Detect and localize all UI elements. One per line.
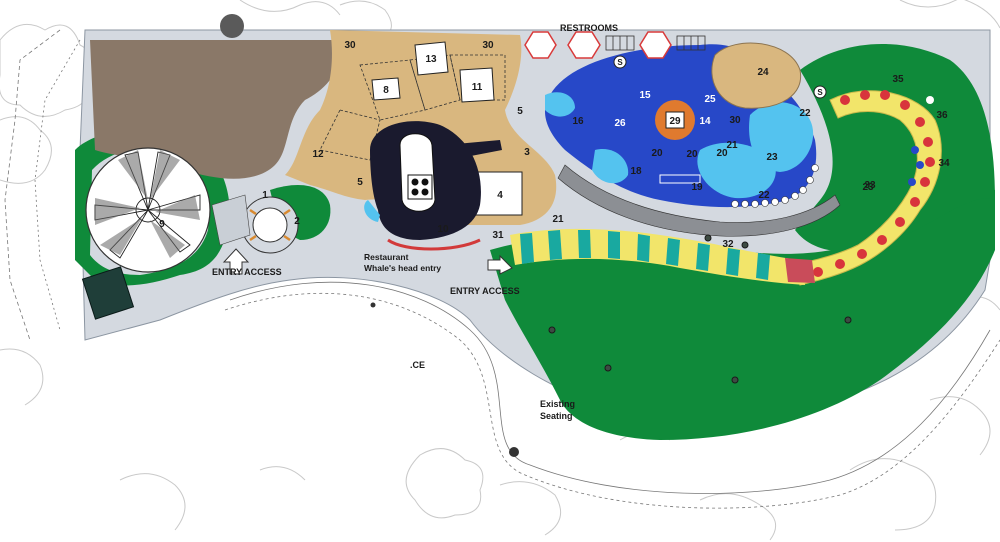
boundary-marker-2 bbox=[370, 302, 376, 308]
restrooms-label: RESTROOMS bbox=[560, 23, 618, 33]
zone-25: 25 bbox=[704, 94, 716, 105]
zone-9: 9 bbox=[159, 219, 165, 230]
zone-31: 31 bbox=[492, 230, 504, 241]
water-play-light-3 bbox=[545, 92, 575, 117]
playground-dome-hatch bbox=[95, 150, 200, 258]
water-bench bbox=[659, 174, 701, 184]
rock-climbing-area bbox=[90, 40, 341, 179]
zone-12: 12 bbox=[312, 149, 324, 160]
zone-30c: 30 bbox=[729, 115, 741, 126]
whale-water bbox=[364, 200, 380, 222]
entry-arrow-left bbox=[222, 248, 250, 275]
zone-16: 16 bbox=[572, 116, 584, 127]
restroom-symbol-right bbox=[813, 85, 827, 99]
zone-18: 18 bbox=[630, 166, 642, 177]
restroom-symbol-right-label: S bbox=[817, 88, 823, 97]
zone-15: 15 bbox=[639, 90, 651, 101]
whale-porthole-1 bbox=[411, 178, 419, 186]
whale-porthole-3 bbox=[411, 188, 419, 196]
whale-porthole-2 bbox=[421, 178, 429, 186]
zone-20c: 20 bbox=[716, 148, 728, 159]
restroom-symbol-left-label: S bbox=[617, 58, 623, 67]
water-play-light-2 bbox=[697, 142, 776, 199]
zone-23b: 23 bbox=[862, 182, 874, 193]
whale-porthole-4 bbox=[421, 188, 429, 196]
restroom-hexagons bbox=[524, 31, 672, 59]
entry-access-left-label: ENTRY ACCESS bbox=[212, 267, 282, 277]
restaurant-label: Restaurant bbox=[364, 252, 409, 262]
water-play-light-4 bbox=[592, 149, 629, 184]
zone-24: 24 bbox=[757, 67, 769, 78]
existing-seating-label-1: Existing bbox=[540, 399, 575, 409]
zone-5: 5 bbox=[517, 106, 523, 117]
striped-path-stripes bbox=[520, 230, 770, 280]
zone-30b: 30 bbox=[482, 40, 494, 51]
boardwalk bbox=[557, 164, 841, 237]
tree-top bbox=[220, 14, 244, 38]
entry-access-right-label: ENTRY ACCESS bbox=[450, 286, 520, 296]
path-red-band bbox=[785, 258, 815, 283]
existing-seating-label-2: Seating bbox=[540, 411, 573, 421]
zone-5b: 5 bbox=[357, 177, 363, 188]
restroom-symbol-left bbox=[613, 55, 627, 69]
zone-30a: 30 bbox=[344, 40, 356, 51]
zone-23a: 23 bbox=[766, 152, 778, 163]
zone-10: 10 bbox=[437, 224, 449, 235]
zone-14: 14 bbox=[699, 116, 711, 127]
entry-steps bbox=[211, 194, 251, 246]
zone-20b: 20 bbox=[686, 149, 698, 160]
zone-21b: 21 bbox=[552, 214, 564, 225]
whales-head-entry-label: Whale's head entry bbox=[364, 263, 441, 273]
whale-tail bbox=[445, 140, 502, 160]
ce-label: .CE bbox=[410, 360, 425, 370]
sundial-deck bbox=[711, 42, 802, 109]
boundary-marker-1 bbox=[509, 447, 519, 457]
zone-4: 4 bbox=[497, 190, 503, 201]
zone-32: 32 bbox=[722, 239, 734, 250]
lawn-trees bbox=[548, 234, 852, 384]
zone-21a: 21 bbox=[726, 140, 738, 151]
east-blue-dots bbox=[908, 146, 924, 186]
zone-36: 36 bbox=[936, 110, 948, 121]
zone-22a: 22 bbox=[799, 108, 811, 119]
zone-33: 33 bbox=[864, 180, 876, 191]
seating-ring-inner bbox=[252, 207, 288, 243]
play-path-red-dots bbox=[813, 90, 935, 277]
zone-7: 7 bbox=[415, 154, 421, 165]
zone-1: 1 bbox=[262, 190, 268, 201]
seating-ring-ticks bbox=[249, 208, 291, 242]
zone-20a: 20 bbox=[651, 148, 663, 159]
zone-29: 29 bbox=[669, 116, 681, 127]
sand-blocks bbox=[371, 41, 523, 216]
zone-34: 34 bbox=[938, 158, 950, 169]
whale-deck bbox=[399, 133, 436, 212]
restroom-fences bbox=[605, 35, 706, 51]
whale-base-red bbox=[387, 238, 481, 251]
entry-arrow-right bbox=[487, 254, 513, 275]
play-pad bbox=[81, 266, 135, 320]
splash-pad-center bbox=[665, 111, 685, 129]
whale-window bbox=[407, 174, 433, 200]
zone-3: 3 bbox=[524, 147, 530, 158]
zone-22b: 22 bbox=[758, 190, 770, 201]
lawn-marker-north bbox=[926, 96, 934, 104]
zone-26: 26 bbox=[614, 118, 626, 129]
water-edge-beads bbox=[731, 164, 819, 208]
zone-2: 2 bbox=[294, 216, 300, 227]
zone-13: 13 bbox=[425, 54, 437, 65]
zone-19: 19 bbox=[691, 182, 703, 193]
zone-11: 11 bbox=[472, 82, 483, 93]
zone-35: 35 bbox=[892, 74, 904, 85]
zone-8: 8 bbox=[383, 85, 389, 96]
